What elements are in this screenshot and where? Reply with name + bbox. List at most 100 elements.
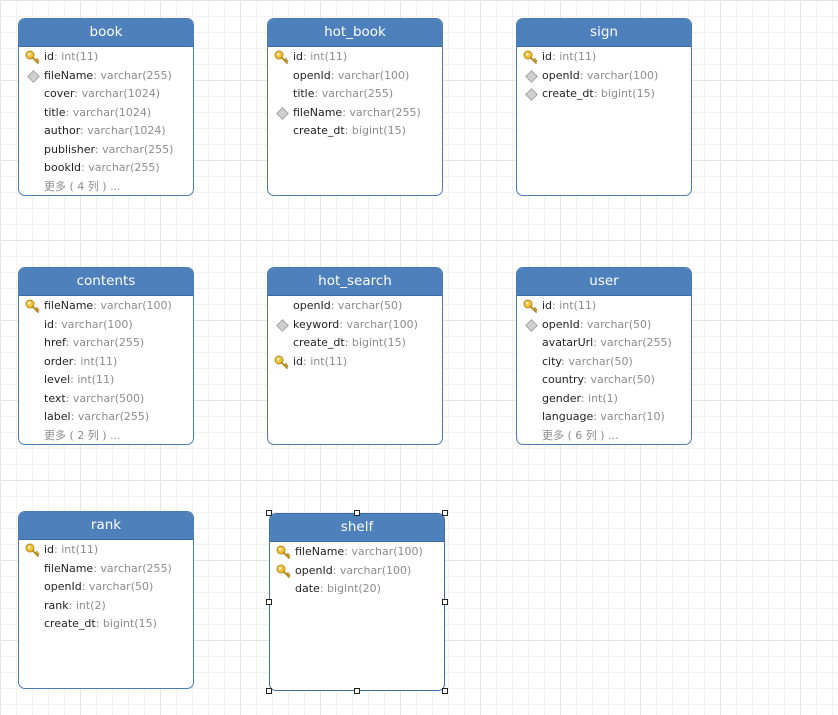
column-row[interactable]: fileName: varchar(255) bbox=[19, 560, 193, 579]
column-separator: : bbox=[65, 336, 73, 349]
column-row[interactable]: city: varchar(50) bbox=[517, 353, 691, 372]
resize-handle[interactable] bbox=[266, 599, 272, 605]
table-title[interactable]: book bbox=[19, 19, 193, 47]
column-row[interactable]: country: varchar(50) bbox=[517, 371, 691, 390]
column-row[interactable]: order: int(11) bbox=[19, 353, 193, 372]
column-separator: : bbox=[68, 598, 76, 612]
column-row[interactable]: gender: int(1) bbox=[517, 390, 691, 409]
column-name: id bbox=[542, 50, 553, 63]
column-row[interactable]: id: int(11) bbox=[19, 541, 193, 560]
column-row[interactable]: bookId: varchar(255) bbox=[19, 159, 193, 178]
column-row[interactable]: href: varchar(255) bbox=[19, 334, 193, 353]
column-row[interactable]: keyword: varchar(100) bbox=[268, 316, 442, 335]
column-row[interactable]: title: varchar(255) bbox=[268, 85, 442, 104]
more-columns-link[interactable]: 更多 ( 4 列 ) ... bbox=[19, 178, 193, 196]
column-row[interactable]: date: bigint(20) bbox=[270, 580, 444, 599]
column-name: author bbox=[44, 124, 81, 137]
column-row[interactable]: cover: varchar(1024) bbox=[19, 85, 193, 104]
resize-handle[interactable] bbox=[266, 510, 272, 516]
column-row[interactable]: publisher: varchar(255) bbox=[19, 141, 193, 160]
table-title[interactable]: shelf bbox=[270, 514, 444, 542]
column-row[interactable]: label: varchar(255) bbox=[19, 408, 193, 427]
column-row[interactable]: author: varchar(1024) bbox=[19, 122, 193, 141]
column-row[interactable]: create_dt: bigint(15) bbox=[268, 334, 442, 353]
column-row[interactable]: rank: int(2) bbox=[19, 597, 193, 616]
column-list: id: int(11)openId: varchar(50)avatarUrl:… bbox=[517, 296, 691, 445]
column-name: label bbox=[44, 410, 71, 423]
column-separator: : bbox=[314, 87, 322, 100]
column-row[interactable]: create_dt: bigint(15) bbox=[19, 615, 193, 634]
column-separator: : bbox=[344, 124, 352, 137]
column-row[interactable]: avatarUrl: varchar(255) bbox=[517, 334, 691, 353]
table-title[interactable]: hot_search bbox=[268, 268, 442, 296]
resize-handle[interactable] bbox=[442, 510, 448, 516]
table-title[interactable]: rank bbox=[19, 512, 193, 540]
column-list: id: int(11)fileName: varchar(255)cover: … bbox=[19, 47, 193, 196]
column-separator: : bbox=[342, 105, 350, 119]
column-row[interactable]: title: varchar(1024) bbox=[19, 104, 193, 123]
column-separator: : bbox=[332, 563, 340, 577]
column-type: varchar(50) bbox=[568, 354, 633, 368]
column-separator: : bbox=[339, 317, 347, 331]
column-separator: : bbox=[65, 391, 73, 405]
column-row[interactable]: openId: varchar(50) bbox=[517, 316, 691, 335]
column-row[interactable]: level: int(11) bbox=[19, 371, 193, 390]
column-row[interactable]: openId: varchar(50) bbox=[268, 297, 442, 316]
column-separator: : bbox=[54, 50, 62, 63]
table-title[interactable]: contents bbox=[19, 268, 193, 296]
column-type: varchar(255) bbox=[321, 87, 394, 100]
column-row[interactable]: fileName: varchar(100) bbox=[19, 297, 193, 316]
column-list: id: int(11)fileName: varchar(255)openId:… bbox=[19, 540, 193, 634]
column-row[interactable]: create_dt: bigint(15) bbox=[268, 122, 442, 141]
resize-handle[interactable] bbox=[442, 599, 448, 605]
more-columns-link[interactable]: 更多 ( 2 列 ) ... bbox=[19, 427, 193, 445]
column-type: varchar(255) bbox=[100, 561, 172, 575]
column-row[interactable]: fileName: varchar(255) bbox=[19, 67, 193, 86]
table-title[interactable]: hot_book bbox=[268, 19, 442, 47]
column-row[interactable]: language: varchar(10) bbox=[517, 408, 691, 427]
column-type: varchar(10) bbox=[600, 410, 665, 423]
column-row[interactable]: openId: varchar(100) bbox=[517, 67, 691, 86]
column-separator: : bbox=[70, 373, 78, 386]
resize-handle[interactable] bbox=[442, 688, 448, 694]
column-name: bookId bbox=[44, 161, 82, 174]
column-type: varchar(255) bbox=[88, 161, 160, 174]
column-row[interactable]: fileName: varchar(100) bbox=[270, 543, 444, 562]
column-name: id bbox=[293, 50, 304, 63]
column-row[interactable]: create_dt: bigint(15) bbox=[517, 85, 691, 104]
column-row[interactable]: id: int(11) bbox=[268, 353, 442, 372]
column-row[interactable]: id: int(11) bbox=[268, 48, 442, 67]
column-separator: : bbox=[95, 617, 103, 630]
column-name: publisher bbox=[44, 142, 95, 156]
column-type: varchar(50) bbox=[88, 580, 154, 593]
table-title[interactable]: user bbox=[517, 268, 691, 296]
table-title[interactable]: sign bbox=[517, 19, 691, 47]
index-diamond-icon bbox=[276, 318, 289, 332]
column-row[interactable]: id: int(11) bbox=[517, 48, 691, 67]
resize-handle[interactable] bbox=[354, 510, 360, 516]
more-columns-link[interactable]: 更多 ( 6 列 ) ... bbox=[517, 427, 691, 445]
column-row[interactable]: id: varchar(100) bbox=[19, 316, 193, 335]
column-separator: : bbox=[54, 317, 62, 331]
column-row[interactable]: id: int(11) bbox=[19, 48, 193, 67]
column-type: varchar(50) bbox=[337, 299, 403, 312]
resize-handle[interactable] bbox=[354, 688, 360, 694]
column-row[interactable]: text: varchar(500) bbox=[19, 390, 193, 409]
column-row[interactable]: openId: varchar(100) bbox=[268, 67, 442, 86]
column-row[interactable]: openId: varchar(100) bbox=[270, 562, 444, 581]
primary-key-icon bbox=[25, 299, 41, 313]
column-row[interactable]: fileName: varchar(255) bbox=[268, 104, 442, 123]
column-row[interactable]: openId: varchar(50) bbox=[19, 578, 193, 597]
column-name: cover bbox=[44, 87, 75, 100]
column-type: varchar(50) bbox=[586, 317, 652, 331]
resize-handle[interactable] bbox=[266, 688, 272, 694]
column-row[interactable]: id: int(11) bbox=[517, 297, 691, 316]
